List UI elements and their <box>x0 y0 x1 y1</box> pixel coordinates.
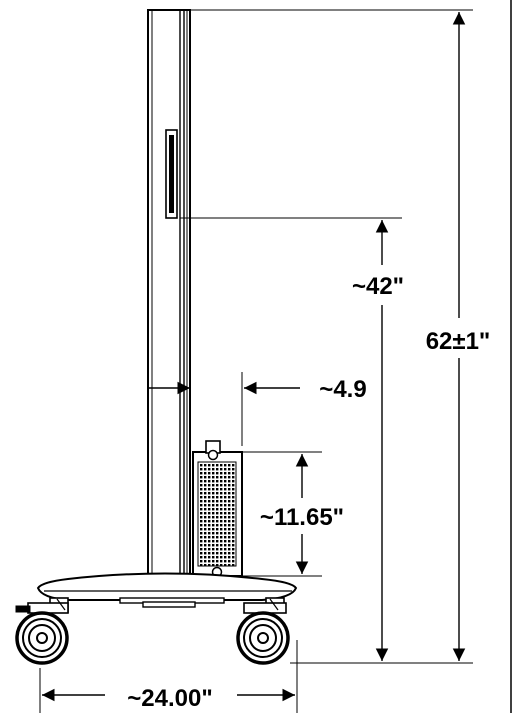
cart-base <box>36 572 298 608</box>
left-caster-wheel <box>15 597 69 665</box>
perforated-box <box>192 440 243 578</box>
mount-height-label: ~42" <box>352 273 404 300</box>
offset-dimension: ~4.9 <box>148 376 367 403</box>
overall-height-label: 62±1" <box>426 328 491 355</box>
base-width-label: ~24.00" <box>127 685 212 712</box>
base-width-dimension: ~24.00" <box>42 685 295 712</box>
overall-height-dimension: 62±1" <box>426 12 491 661</box>
vertical-pole <box>147 9 191 576</box>
offset-label: ~4.9 <box>319 376 366 403</box>
extension-lines <box>39 9 473 713</box>
mount-height-dimension: ~42" <box>352 220 404 661</box>
cable-slot <box>165 129 178 219</box>
box-height-label: ~11.65" <box>260 504 344 531</box>
box-height-dimension: ~11.65" <box>260 454 344 574</box>
right-caster-wheel <box>236 597 290 665</box>
